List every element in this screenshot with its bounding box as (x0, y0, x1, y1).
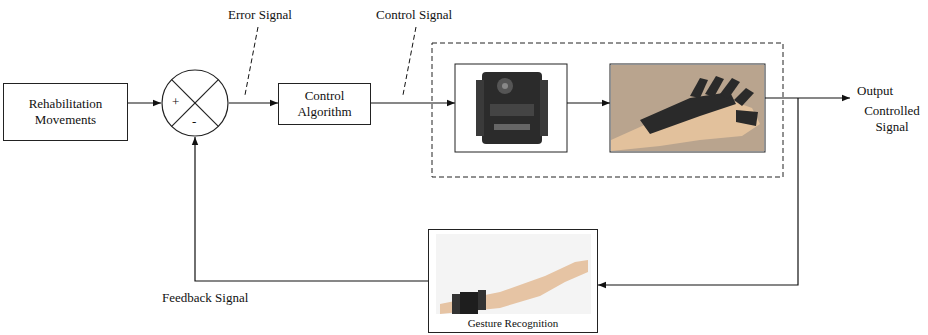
leader-line (245, 27, 258, 95)
sensor-box: Gesture Recognition (428, 229, 598, 333)
actuation-line (567, 102, 610, 103)
signal-label: Error Signal (226, 7, 294, 23)
signal-arrow (195, 137, 428, 281)
signal-label: Control Signal (374, 7, 454, 23)
gesture-armband-picture (436, 234, 591, 314)
node-text: Control Algorithm (285, 88, 364, 119)
node-text: Gesture Recognition (468, 317, 559, 330)
output-label: Controlled Signal (857, 103, 927, 134)
leader-line (403, 27, 416, 95)
measurement-line (598, 98, 798, 285)
node-text: Rehabilitation Movements (10, 96, 121, 127)
input-box: Rehabilitation Movements (3, 83, 128, 141)
output-label: Output (855, 83, 895, 99)
hand-exoskeleton-picture (611, 65, 764, 151)
sign-symbol: + (172, 94, 179, 110)
sign-symbol: - (192, 114, 196, 130)
servo-frame (455, 64, 567, 152)
controller-box: Control Algorithm (278, 83, 371, 125)
summing-junction: +- (161, 69, 229, 137)
control-signal-line (370, 102, 455, 103)
hand-frame (610, 64, 765, 152)
signal-arrow (229, 102, 278, 103)
output-line (765, 97, 850, 98)
signal-arrow (128, 102, 161, 103)
signal-label: Feedback Signal (160, 290, 250, 306)
plant-group-outline (432, 43, 783, 177)
servo-motor-picture (476, 72, 548, 144)
